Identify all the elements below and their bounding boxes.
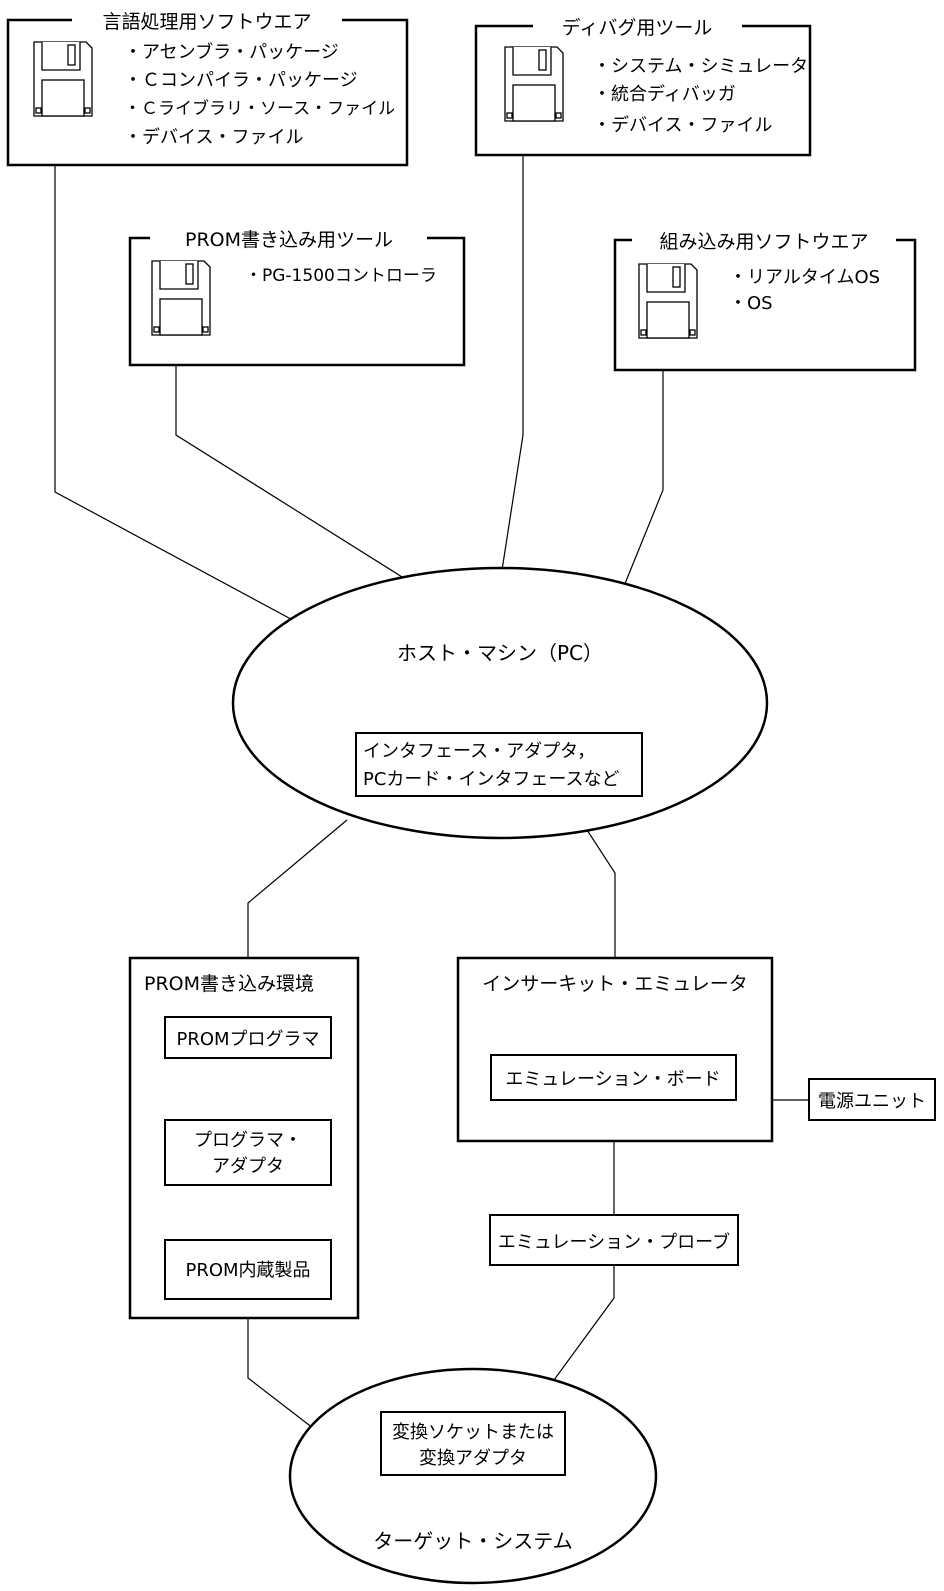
software-item: ・アセンブラ・パッケージ xyxy=(124,41,339,63)
software-box-prom-tool: PROM書き込み用ツール ・PG-1500コントローラ xyxy=(128,226,466,367)
programmer-adapter-label-line: アダプタ xyxy=(212,1156,284,1177)
programmer-adapter-label-line: プログラマ・ xyxy=(194,1130,302,1151)
software-item: ・デバイス・ファイル xyxy=(593,115,772,136)
interface-adapter-box xyxy=(355,732,643,797)
software-box-language: 言語処理用ソフトウエア ・アセンブラ・パッケージ ・Ｃコンパイラ・パッケージ ・… xyxy=(6,8,409,167)
floppy-disk-icon xyxy=(638,263,698,339)
prom-env-title: PROM書き込み環境 xyxy=(144,973,314,995)
interface-label-line: インタフェース・アダプタ， xyxy=(363,741,595,762)
power-unit-label: 電源ユニット xyxy=(818,1091,926,1112)
line-host-to-ice xyxy=(575,812,616,958)
floppy-disk-icon xyxy=(151,260,211,336)
ice-title: インサーキット・エミュレータ xyxy=(482,973,748,995)
interface-label-line: PCカード・インタフェースなど xyxy=(363,769,620,790)
in-circuit-emulator: インサーキット・エミュレータ エミュレーション・ボード xyxy=(456,956,774,1143)
line-host-to-prom-env xyxy=(247,819,348,958)
floppy-disk-icon xyxy=(33,41,93,117)
line-embedded-to-host xyxy=(621,370,664,592)
emulation-probe-label: エミュレーション・プローブ xyxy=(498,1231,730,1253)
software-box-debug: ディバグ用ツール ・システム・シミュレータ ・統合ディバッガ ・デバイス・ファイ… xyxy=(474,14,812,157)
box-title: PROM書き込み用ツール xyxy=(185,229,393,251)
software-item: ・統合ディバッガ xyxy=(593,84,736,105)
conversion-socket-label-line: 変換アダプタ xyxy=(419,1448,527,1469)
software-item: ・Ｃライブラリ・ソース・ファイル xyxy=(124,98,395,119)
programmer-adapter-box xyxy=(164,1119,332,1186)
line-language-to-host xyxy=(54,165,303,626)
line-probe-to-target xyxy=(542,1265,615,1396)
software-item: ・リアルタイムOS xyxy=(729,267,880,288)
title-gap xyxy=(72,8,342,32)
emulation-board-box xyxy=(490,1054,737,1101)
box-title: ディバグ用ツール xyxy=(562,17,713,39)
software-item: ・PG-1500コントローラ xyxy=(245,266,437,286)
software-item: ・システム・シミュレータ xyxy=(593,56,808,77)
prom-product-box xyxy=(164,1239,332,1300)
emulation-probe: エミュレーション・プローブ xyxy=(489,1214,739,1266)
software-item: ・OS xyxy=(729,293,773,314)
title-gap xyxy=(533,14,742,38)
prom-programmer-label: PROMプログラマ xyxy=(176,1029,319,1050)
software-item: ・Ｃコンパイラ・パッケージ xyxy=(124,70,358,91)
floppy-disk-icon xyxy=(504,46,564,122)
conversion-socket-label-line: 変換ソケットまたは xyxy=(392,1422,554,1443)
prom-product-label: PROM内蔵製品 xyxy=(185,1260,310,1281)
software-box-embedded: 組み込み用ソフトウエア ・リアルタイムOS ・OS xyxy=(613,228,917,372)
target-system: 変換ソケットまたは 変換アダプタ ターゲット・システム xyxy=(288,1367,658,1585)
software-item: ・デバイス・ファイル xyxy=(124,127,303,148)
prom-environment: PROM書き込み環境 PROMプログラマ プログラマ・ アダプタ PROM内蔵製… xyxy=(128,956,360,1320)
title-gap xyxy=(632,228,896,252)
prom-programmer-box xyxy=(164,1016,332,1059)
connectors xyxy=(54,155,809,1436)
title-gap xyxy=(150,226,427,250)
target-label: ターゲット・システム xyxy=(373,1529,572,1553)
host-label: ホスト・マシン（PC） xyxy=(397,641,603,665)
conversion-socket-box xyxy=(380,1411,566,1476)
emulation-board-label: エミュレーション・ボード xyxy=(505,1069,720,1090)
host-machine: ホスト・マシン（PC） インタフェース・アダプタ， PCカード・インタフェースな… xyxy=(231,566,769,840)
box-title: 言語処理用ソフトウエア xyxy=(102,11,311,33)
line-debug-to-host xyxy=(499,155,524,584)
power-unit: 電源ユニット xyxy=(808,1078,936,1121)
box-title: 組み込み用ソフトウエア xyxy=(659,231,868,253)
line-prom-tool-to-host xyxy=(175,365,419,588)
line-prom-env-to-target xyxy=(247,1318,323,1436)
